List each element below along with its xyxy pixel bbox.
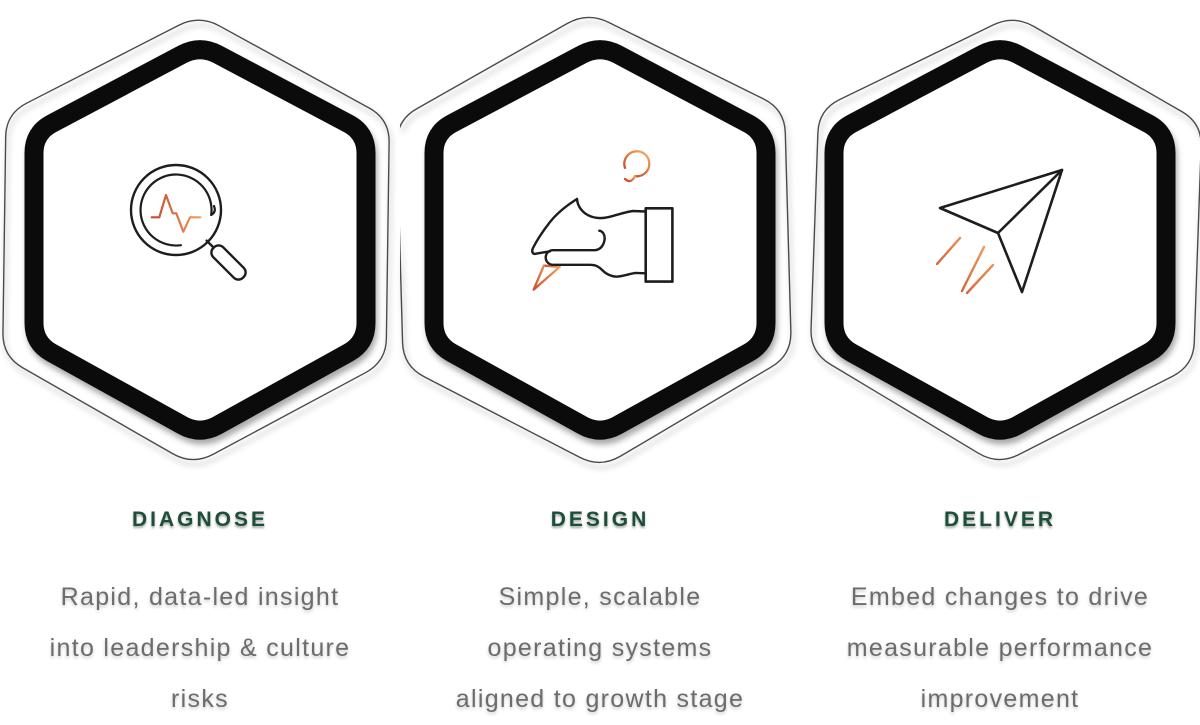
hexagon-graphic: [2, 19, 390, 461]
hexagon-graphic: [400, 16, 792, 464]
card-title: DESIGN: [550, 508, 650, 531]
card-description: Embed changes to drive measurable perfor…: [800, 572, 1200, 725]
card-description: Rapid, data-led insight into leadership …: [0, 572, 400, 725]
hexagon-outline: [2, 19, 390, 461]
card-title: DIAGNOSE: [131, 508, 268, 531]
description-line: Simple, scalable: [498, 583, 702, 611]
process-card-diagnose: DIAGNOSE Rapid, data-led insight into le…: [0, 0, 400, 725]
card-description: Simple, scalable operating systems align…: [400, 572, 800, 725]
hexagon-shape: [424, 40, 776, 440]
description-line: measurable performance: [846, 634, 1154, 662]
description-line: aligned to growth stage: [455, 685, 745, 713]
paper-plane-icon: [935, 168, 1064, 295]
process-card-deliver: DELIVER Embed changes to drive measurabl…: [800, 0, 1200, 725]
hexagon-shape: [24, 40, 376, 440]
hexagon-outline: [400, 16, 792, 464]
description-line: operating systems: [487, 634, 713, 662]
card-title: DELIVER: [943, 508, 1056, 531]
magnifier-pulse-icon: [129, 163, 247, 281]
description-line: improvement: [920, 685, 1080, 713]
hexagon-graphic: [810, 19, 1200, 461]
hand-pen-icon: [531, 150, 674, 291]
description-line: into leadership & culture: [49, 634, 351, 662]
description-line: Embed changes to drive: [850, 583, 1150, 611]
process-card-design: DESIGN Simple, scalable operating system…: [400, 0, 800, 725]
description-line: risks: [171, 685, 229, 713]
hexagon-outline: [810, 19, 1200, 461]
description-line: Rapid, data-led insight: [60, 583, 340, 611]
